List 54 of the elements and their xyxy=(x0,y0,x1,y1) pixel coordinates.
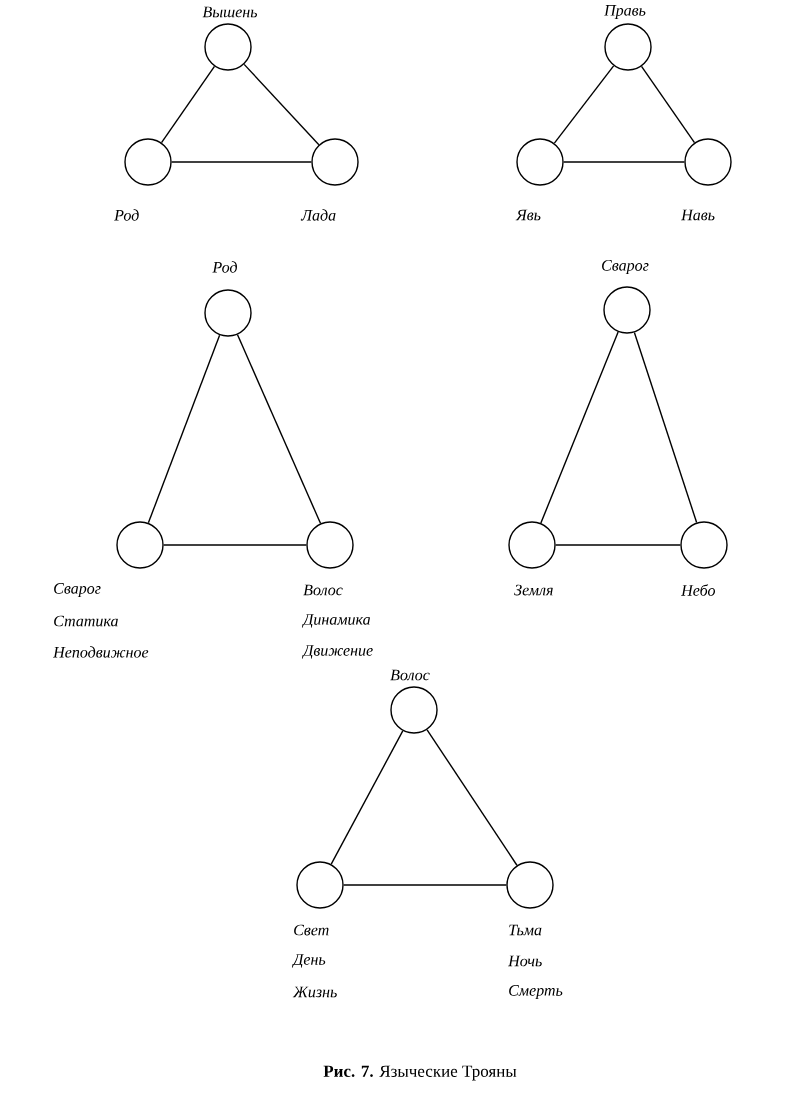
circle xyxy=(116,521,164,569)
line xyxy=(555,544,681,546)
node-label: Ночь xyxy=(508,955,542,967)
line xyxy=(633,331,698,524)
node-label: Лада xyxy=(300,209,336,221)
circle xyxy=(516,138,564,186)
node-label: Род xyxy=(212,261,237,273)
line xyxy=(553,65,615,144)
circle xyxy=(506,861,554,909)
node-label: Статика xyxy=(54,615,118,627)
node-label: Вышень xyxy=(202,6,258,18)
node-label: Свет xyxy=(294,924,329,936)
node-label: Волос xyxy=(390,669,430,681)
line xyxy=(163,544,307,546)
line xyxy=(160,65,216,144)
node-label: Неподвижное xyxy=(53,646,149,658)
circle xyxy=(306,521,354,569)
line xyxy=(540,331,619,524)
node-label: Жизнь xyxy=(292,986,337,998)
circle xyxy=(508,521,556,569)
node-label: Смерть xyxy=(509,985,563,999)
circle xyxy=(390,686,438,734)
line xyxy=(147,334,221,524)
node-label: Навь xyxy=(681,209,715,221)
line xyxy=(243,63,320,146)
circle xyxy=(204,23,252,71)
node-label: День xyxy=(291,954,326,968)
circle xyxy=(296,861,344,909)
line xyxy=(330,730,404,865)
node-label: Волос xyxy=(303,584,343,596)
circle xyxy=(124,138,172,186)
node-label: Динамика xyxy=(301,614,371,628)
line xyxy=(640,65,696,144)
circle xyxy=(204,289,252,337)
line xyxy=(426,729,518,866)
node-label: Род xyxy=(114,209,139,221)
circle xyxy=(311,138,359,186)
node-label: Явь xyxy=(515,209,541,221)
node-label: Тьма xyxy=(509,924,542,936)
node-label: Небо xyxy=(681,584,715,596)
circle xyxy=(680,521,728,569)
line xyxy=(343,884,507,886)
node-label: Правь xyxy=(604,5,646,19)
circle xyxy=(603,286,651,334)
circle xyxy=(684,138,732,186)
line xyxy=(236,334,322,524)
node-label: Сварог xyxy=(602,260,649,274)
circle xyxy=(604,23,652,71)
node-label: Сварог xyxy=(54,583,101,597)
line xyxy=(563,161,685,163)
node-label: Движение xyxy=(301,645,373,659)
line xyxy=(171,161,312,163)
node-label: Земля xyxy=(514,584,553,596)
caption: Рис. 7. Языческие Трояны xyxy=(323,1065,517,1081)
